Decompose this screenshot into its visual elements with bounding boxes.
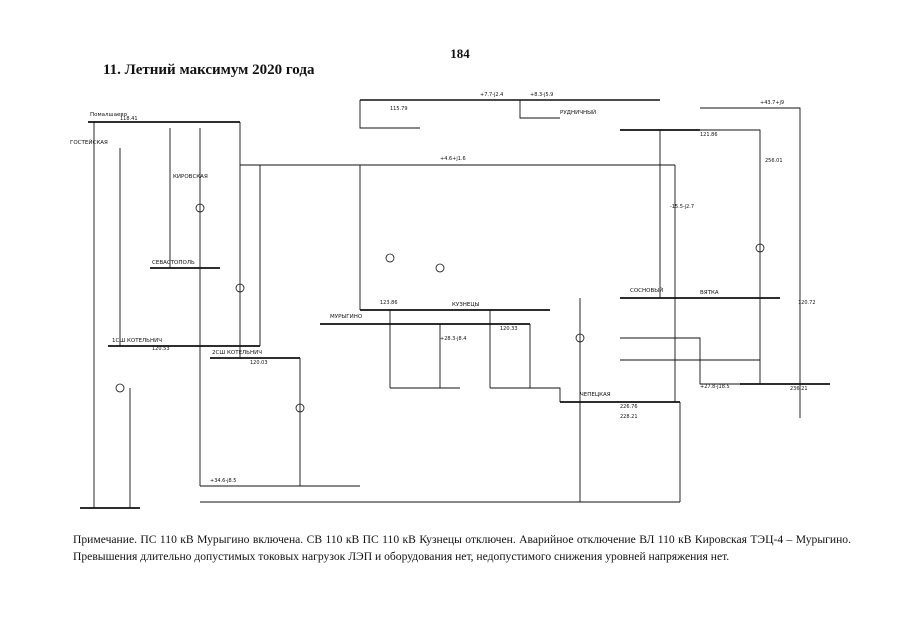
svg-text:236.21: 236.21: [790, 386, 808, 392]
label-murygino: МУРЫГИНО: [330, 314, 363, 320]
label-vyatka: ВЯТКА: [700, 290, 719, 296]
svg-text:+27.8-j18.5: +27.8-j18.5: [700, 384, 730, 390]
svg-text:120.53: 120.53: [152, 346, 170, 352]
svg-text:118.41: 118.41: [120, 116, 138, 122]
svg-text:120.33: 120.33: [500, 326, 518, 332]
svg-text:228.21: 228.21: [620, 414, 638, 420]
svg-text:115.79: 115.79: [390, 106, 408, 112]
label-kotelnich-2: 2СШ КОТЕЛЬНИЧ: [212, 350, 262, 356]
svg-text:121.86: 121.86: [700, 132, 718, 138]
label-rudnichny: РУДНИЧНЫЙ: [560, 109, 596, 116]
section-title: 11. Летний максимум 2020 года: [103, 62, 315, 78]
svg-text:+8.3-j5.9: +8.3-j5.9: [530, 92, 553, 98]
label-gas: ГОСТЕЙСКАЯ: [70, 139, 108, 146]
svg-text:120.03: 120.03: [250, 360, 268, 366]
svg-text:+34.6-j8.5: +34.6-j8.5: [210, 478, 236, 484]
svg-text:+43.7+j9: +43.7+j9: [760, 100, 784, 106]
label-sosnovy: СОСНОВЫЙ: [630, 287, 663, 294]
label-chepetsk: ЧЕПЕЦКАЯ: [580, 392, 611, 398]
page-number: 184: [450, 46, 470, 61]
svg-text:123.86: 123.86: [380, 300, 398, 306]
label-pomalshaevo: Помалшаево: [90, 112, 128, 118]
svg-text:+7.7-j2.4: +7.7-j2.4: [480, 92, 503, 98]
svg-text:+4.6+j1.6: +4.6+j1.6: [440, 156, 466, 162]
svg-text:-15.5-j2.7: -15.5-j2.7: [670, 204, 694, 210]
svg-text:226.76: 226.76: [620, 404, 638, 410]
label-kuznetsy: КУЗНЕЦЫ: [452, 302, 480, 308]
svg-text:120.72: 120.72: [798, 300, 816, 306]
label-kotelnich: 1СШ КОТЕЛЬНИЧ: [112, 338, 162, 344]
svg-text:+28.3-j8.4: +28.3-j8.4: [440, 336, 466, 342]
note-paragraph: Примечание. ПС 110 кВ Мурыгино включена.…: [73, 533, 851, 563]
label-kirovskaya: КИРОВСКАЯ: [173, 174, 208, 180]
label-sevastopol: СЕВАСТОПОЛЬ: [152, 260, 195, 266]
power-network-diagram: Помалшаево ГОСТЕЙСКАЯ КИРОВСКАЯ МУРЫГИНО…: [70, 92, 830, 509]
svg-text:256.01: 256.01: [765, 158, 783, 164]
